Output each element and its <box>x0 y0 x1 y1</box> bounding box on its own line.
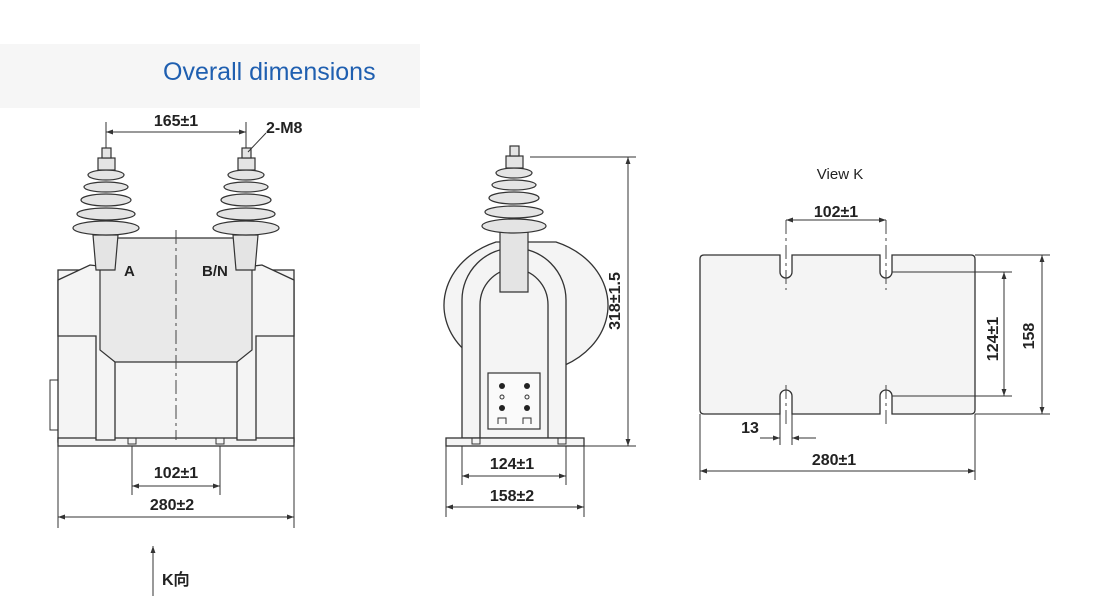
side-view: 318±1.5 124±1 158±2 <box>443 145 636 517</box>
dim-top-165: 165±1 <box>154 113 198 130</box>
dim-view-k-inner-height: 124±1 <box>985 317 1002 361</box>
title-banner: Overall dimensions <box>0 44 420 108</box>
dim-side-height: 318±1.5 <box>607 272 624 330</box>
thread-leader <box>247 132 267 153</box>
dim-view-k-top: 102±1 <box>814 204 858 221</box>
dim-view-k-length: 280±1 <box>812 452 856 469</box>
terminal-bn-label: B/N <box>202 263 228 280</box>
k-direction-label: K向 <box>162 570 190 589</box>
dim-base-inner: 102±1 <box>154 465 198 482</box>
dim-view-k-height: 158 <box>1021 323 1038 350</box>
terminal-box <box>487 372 541 430</box>
side-base-plate <box>445 437 585 447</box>
page-title: Overall dimensions <box>163 58 376 86</box>
view-k: View K 102±1 13 280±1 124±1 158 <box>699 166 1050 480</box>
base-slot-left <box>127 437 137 445</box>
front-view: 165±1 2-M8 A B/N 102±1 280±2 K向 <box>49 113 303 596</box>
insulator-left <box>72 147 140 271</box>
terminal-a-label: A <box>124 263 135 280</box>
dim-side-inner: 124±1 <box>490 456 534 473</box>
dim-side-total: 158±2 <box>490 488 534 505</box>
base-slot-right <box>215 437 225 445</box>
dim-slot-width: 13 <box>741 420 759 437</box>
thread-label: 2-M8 <box>266 120 303 137</box>
side-plate <box>49 379 59 431</box>
dim-base-total: 280±2 <box>150 497 194 514</box>
insulator-right <box>212 147 280 271</box>
base-plate-outline <box>699 254 976 415</box>
insulator-side <box>481 145 547 293</box>
view-k-title: View K <box>817 166 863 183</box>
